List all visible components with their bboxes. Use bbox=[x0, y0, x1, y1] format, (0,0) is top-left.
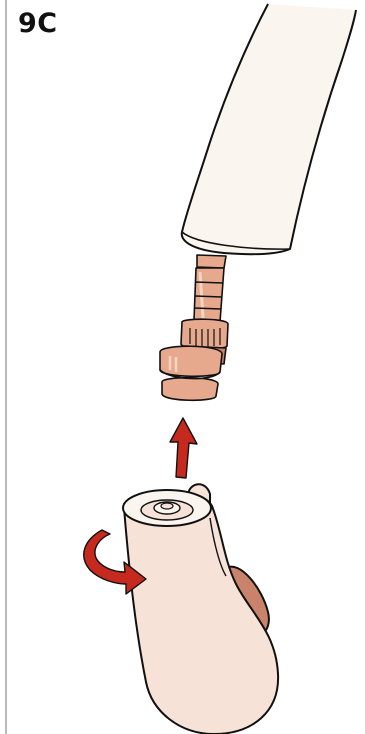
arrow-up-icon bbox=[170, 418, 197, 478]
hose-connector bbox=[160, 255, 228, 400]
hose bbox=[182, 4, 356, 254]
handle bbox=[123, 484, 278, 734]
